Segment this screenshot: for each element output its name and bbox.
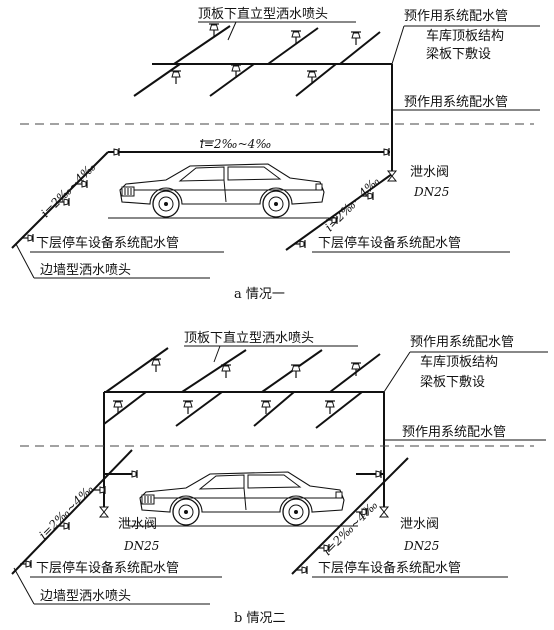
sidewall-sprinkler-icon (377, 147, 390, 157)
car-icon (127, 471, 359, 527)
label-lower-left-b: 下层停车设备系统配水管 (36, 560, 179, 576)
label-lower-right-a: 下层停车设备系统配水管 (318, 235, 461, 251)
sprinkler-head-icon (350, 31, 362, 46)
drain-valve-icon (99, 506, 109, 518)
sprinkler-head-icon (112, 400, 124, 415)
sprinkler-head-icon (182, 400, 194, 415)
drain-valve-icon (379, 506, 389, 518)
label-ceiling-2-b: 梁板下敷设 (420, 375, 485, 390)
label-slope-left-b: i=2‰~4‰ (36, 482, 96, 542)
label-drain-valve-right-b: 泄水阀 (400, 517, 439, 532)
sidewall-sprinkler-icon (125, 469, 138, 479)
figure-a: 顶板下直立型洒水喷头 预作用系统配水管 车库顶板结构 梁板下敷设 预作用系统配水… (11, 7, 540, 302)
sidewall-sprinkler-icon (369, 469, 382, 479)
label-preaction-riser-a: 预作用系统配水管 (404, 95, 508, 110)
figure-b: 顶板下直立型洒水喷头 预作用系统配水管 车库顶板结构 梁板下敷设 预作用系统配水… (11, 331, 548, 626)
sidewall-sprinkler-icon (107, 147, 120, 157)
label-preaction-riser-b: 预作用系统配水管 (402, 425, 506, 440)
sprinkler-head-icon (170, 70, 182, 85)
label-drain-dn-left-b: DN25 (123, 539, 159, 553)
label-slope-right-a: i=2‰~4‰ (322, 174, 382, 234)
caption-a: a 情况一 (234, 287, 285, 302)
sidewall-sprinkler-icon (19, 559, 32, 569)
sprinkler-head-icon (150, 358, 162, 373)
label-drain-valve-a: 泄水阀 (410, 165, 449, 180)
label-slope-left-a: i=2‰~4‰ (38, 160, 98, 220)
label-drain-dn-right-b: DN25 (403, 539, 439, 553)
label-drain-dn-a: DN25 (413, 185, 449, 199)
sprinkler-head-icon (230, 64, 242, 79)
label-lower-left-a: 下层停车设备系统配水管 (36, 235, 179, 251)
label-ceiling-1-a: 车库顶板结构 (426, 28, 504, 44)
label-sprinkler-top-a: 顶板下直立型洒水喷头 (198, 7, 328, 22)
sidewall-sprinkler-icon (293, 239, 306, 249)
label-sprinkler-top-b: 顶板下直立型洒水喷头 (184, 331, 314, 346)
label-sidewall-b: 边墙型洒水喷头 (40, 589, 131, 604)
label-drain-valve-left-b: 泄水阀 (118, 517, 157, 532)
label-preaction-main-a: 预作用系统配水管 (404, 9, 508, 24)
car-icon (107, 163, 339, 219)
label-slope-top-a: i=2‰~4‰ (200, 137, 271, 151)
sprinkler-head-icon (306, 70, 318, 85)
sprinkler-head-icon (220, 364, 232, 379)
label-sidewall-a: 边墙型洒水喷头 (40, 263, 131, 278)
sprinkler-head-icon (324, 400, 336, 415)
label-ceiling-1-b: 车库顶板结构 (420, 354, 498, 370)
label-preaction-main-b: 预作用系统配水管 (410, 335, 514, 350)
caption-b: b 情况二 (234, 611, 285, 626)
label-lower-right-b: 下层停车设备系统配水管 (318, 560, 461, 576)
label-ceiling-2-a: 梁板下敷设 (426, 47, 491, 62)
